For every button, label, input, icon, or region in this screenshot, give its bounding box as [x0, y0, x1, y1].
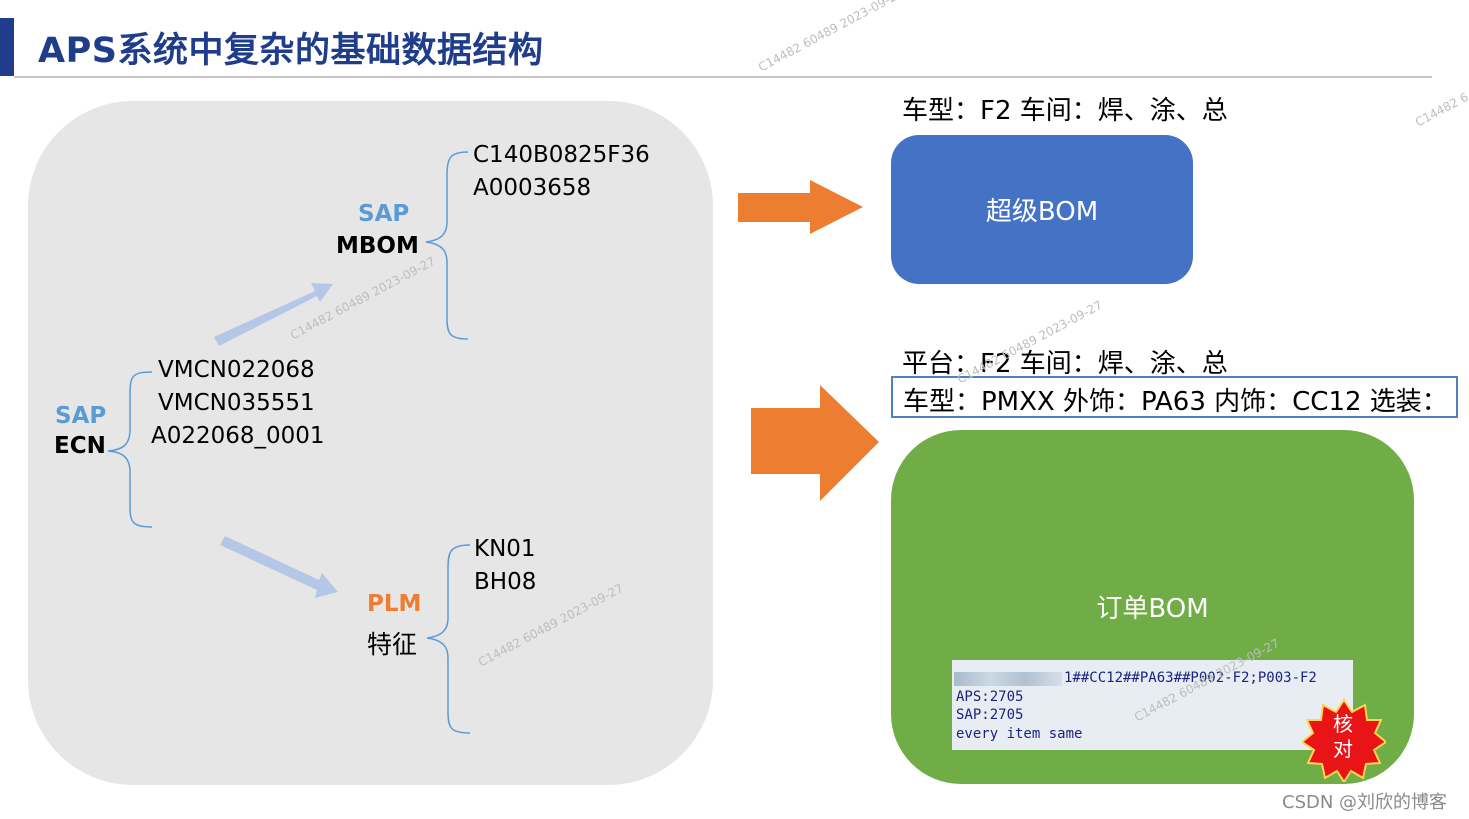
ecn-code: A022068_0001 — [151, 423, 325, 449]
arrow-to-order-bom — [751, 385, 879, 501]
data-source-panel — [28, 101, 713, 785]
verify-badge-label: 核 对 — [1310, 712, 1376, 762]
sap-mbom-system-label: SAP — [358, 201, 410, 227]
mbom-code: A0003658 — [473, 175, 592, 201]
snippet-line: 1##CC12##PA63##P002-F2;P003-F2 — [1064, 670, 1317, 686]
verify-badge-char: 对 — [1333, 737, 1353, 761]
verify-badge-char: 核 — [1333, 712, 1353, 736]
arrow-to-mbom — [214, 283, 333, 346]
ecn-brace — [107, 371, 153, 528]
snippet-text: 1##CC12##PA63##P002-F2;P003-F2 APS:2705 … — [956, 669, 1317, 743]
arrow-to-plm — [220, 536, 338, 598]
arrow-to-super-bom — [738, 180, 863, 234]
snippet-line: every item same — [956, 725, 1083, 742]
page-title: APS系统中复杂的基础数据结构 — [38, 31, 544, 71]
super-bom-caption: 车型：F2 车间：焊、涂、总 — [902, 96, 1228, 126]
vehicle-config-box: 车型：PMXX 外饰：PA63 内饰：CC12 选装： — [891, 376, 1458, 418]
ecn-code: VMCN022068 — [158, 357, 315, 383]
sap-ecn-system-label: SAP — [55, 403, 107, 429]
mbom-brace — [425, 151, 469, 340]
redacted-code — [954, 672, 1062, 686]
mbom-code: C140B0825F36 — [473, 142, 650, 168]
mbom-label: MBOM — [336, 233, 419, 259]
feature-label: 特征 — [367, 630, 418, 659]
title-accent-bar — [0, 18, 14, 76]
plm-system-label: PLM — [367, 591, 422, 617]
plm-code: BH08 — [474, 569, 537, 595]
plm-brace — [426, 544, 471, 734]
vehicle-config-text: 车型：PMXX 外饰：PA63 内饰：CC12 选装： — [903, 387, 1448, 417]
verify-badge-icon — [1302, 698, 1386, 782]
snippet-line: SAP:2705 — [956, 707, 1024, 723]
plm-code: KN01 — [474, 536, 536, 562]
super-bom-label: 超级BOM — [985, 197, 1099, 227]
snippet-line: APS:2705 — [956, 688, 1024, 705]
title-divider — [14, 76, 1432, 78]
order-bom-caption: 平台：F2 车间：焊、涂、总 — [902, 349, 1228, 379]
verification-snippet: 1##CC12##PA63##P002-F2;P003-F2 APS:2705 … — [952, 660, 1353, 750]
ecn-code: VMCN035551 — [158, 390, 315, 416]
ecn-label: ECN — [54, 433, 106, 459]
source-credit: CSDN @刘欣的博客 — [1282, 792, 1448, 813]
super-bom-box: 超级BOM — [891, 135, 1193, 284]
order-bom-label: 订单BOM — [1096, 594, 1209, 624]
